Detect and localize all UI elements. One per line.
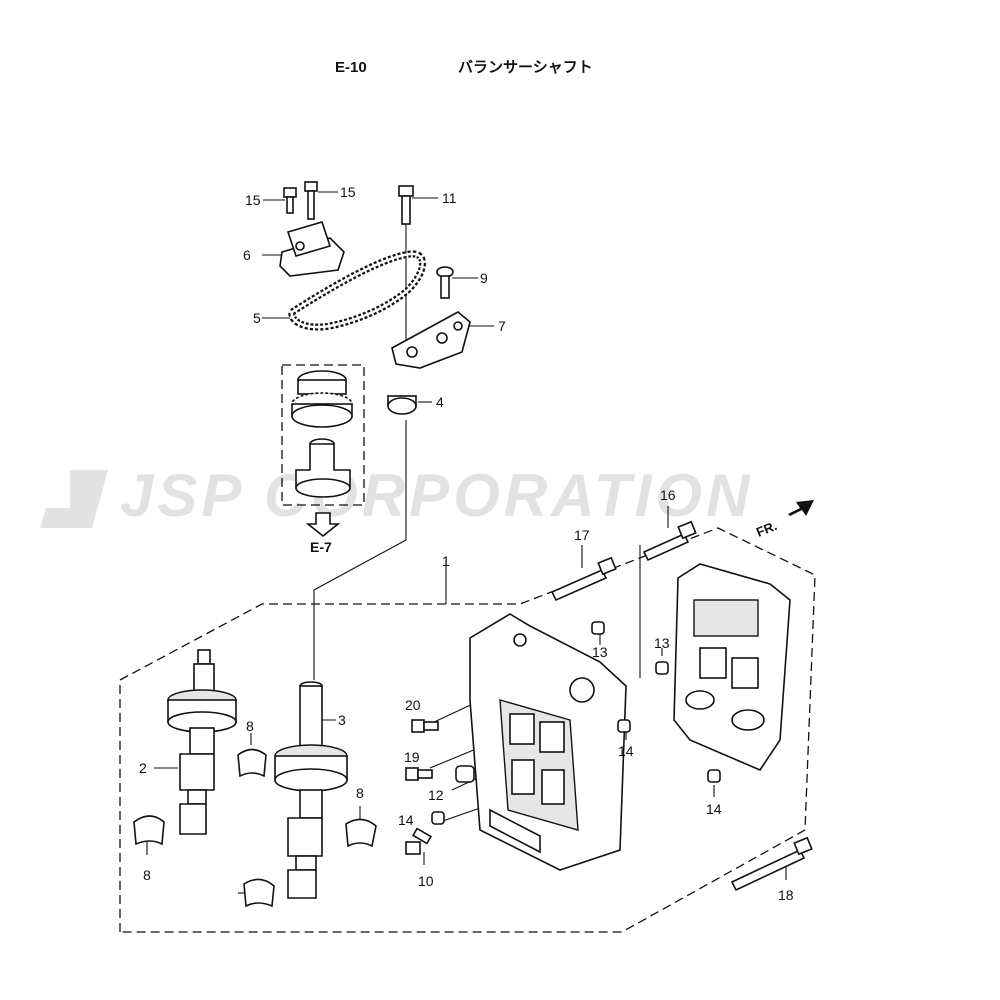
timing-chain — [288, 250, 426, 331]
callout-number: 18 — [778, 887, 794, 903]
pin-14-b — [707, 769, 721, 783]
bearing-8-c — [345, 818, 377, 848]
bolt-19 — [405, 767, 433, 781]
bolt-16 — [642, 520, 697, 562]
sprocket-4 — [387, 395, 417, 415]
chain-guide — [391, 311, 471, 369]
watermark: JSP CORPORATION — [40, 462, 753, 529]
bolt-9 — [436, 266, 454, 299]
callout-number: 10 — [418, 873, 434, 889]
callout-number: 14 — [398, 812, 414, 828]
bearing-8-b — [133, 815, 165, 846]
callout-number: 15 — [245, 192, 261, 208]
callout-number: 12 — [428, 787, 444, 803]
bolt-17 — [550, 556, 617, 602]
page-title: バランサーシャフト — [458, 59, 593, 76]
reference-label: E-7 — [310, 539, 332, 555]
dowel-13-a — [591, 621, 605, 635]
callout-number: 20 — [405, 697, 421, 713]
callout-number: 7 — [498, 318, 506, 334]
bolt-15-right — [304, 181, 318, 220]
callout-number: 6 — [243, 247, 251, 263]
callout-number: 8 — [143, 867, 151, 883]
callout-number: 15 — [340, 184, 356, 200]
callout-number: 14 — [706, 801, 722, 817]
pin-14-c — [431, 811, 445, 825]
callout-numbers: 1 2 3 4 5 6 7 8 8 8 9 10 11 12 13 13 14 … — [139, 184, 794, 903]
bolt-18 — [730, 836, 813, 892]
callout-number: 19 — [404, 749, 420, 765]
callout-number: 13 — [654, 635, 670, 651]
watermark-text: JSP CORPORATION — [120, 462, 753, 529]
balancer-case — [469, 613, 627, 871]
bearing-8-a — [237, 748, 267, 778]
callout-number: 14 — [618, 743, 634, 759]
callout-number: 8 — [246, 718, 254, 734]
reference-gear-assembly — [291, 370, 353, 498]
callout-number: 5 — [253, 310, 261, 326]
assembly-boundary — [119, 527, 816, 933]
seal-12 — [455, 765, 475, 783]
callout-number: 1 — [442, 553, 450, 569]
leader-lines — [146, 191, 787, 894]
callout-number: 4 — [436, 394, 444, 410]
bolt-15-left — [283, 187, 297, 214]
reference-arrow: E-7 — [305, 512, 341, 555]
callout-number: 9 — [480, 270, 488, 286]
callout-number: 3 — [338, 712, 346, 728]
page-code: E-10 — [335, 59, 367, 76]
front-direction-arrow: FR. — [754, 500, 814, 540]
bolt-10 — [405, 827, 433, 855]
bearing-8-d — [243, 878, 275, 908]
bolt-20 — [411, 719, 439, 733]
callout-number: 2 — [139, 760, 147, 776]
balancer-shaft-2 — [167, 649, 237, 835]
callout-number: 17 — [574, 527, 590, 543]
callout-number: 8 — [356, 785, 364, 801]
callout-number: 11 — [442, 190, 457, 206]
pin-14-a — [617, 719, 631, 733]
chain-tensioner — [279, 221, 345, 277]
bolt-11 — [398, 185, 414, 225]
callout-number: 16 — [660, 487, 676, 503]
callout-number: 13 — [592, 644, 608, 660]
balancer-case-cover — [673, 563, 791, 771]
dowel-13-b — [655, 661, 669, 675]
balancer-shaft-3 — [274, 681, 348, 899]
front-direction-label: FR. — [754, 518, 779, 540]
